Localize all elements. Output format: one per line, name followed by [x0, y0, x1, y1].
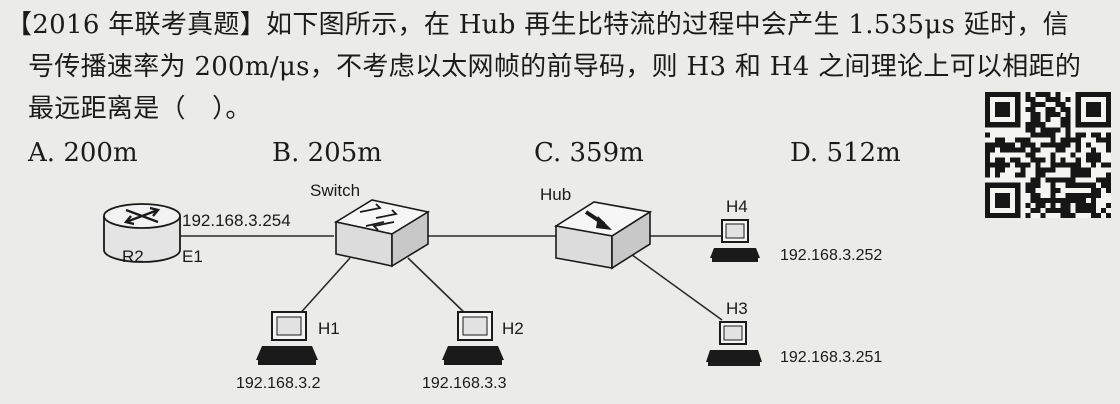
question-line-3: 最远距离是（ ）。	[28, 94, 252, 124]
qr-code	[985, 92, 1111, 218]
option-b: B. 205m	[272, 138, 382, 168]
host-h1-label: H1	[318, 319, 340, 338]
host-h4-ip: 192.168.3.252	[780, 247, 882, 264]
host-h2-ip: 192.168.3.3	[422, 375, 507, 392]
question-line-2: 号传播速率为 200m/μs，不考虑以太网帧的前导码，则 H3 和 H4 之间理…	[28, 52, 1082, 82]
router-name: R2	[122, 247, 144, 266]
host-h3-icon	[706, 321, 762, 366]
link-hub-h3	[627, 251, 723, 321]
router-icon	[103, 203, 181, 263]
host-h3-ip: 192.168.3.251	[780, 349, 882, 366]
option-b-text: 205m	[307, 138, 382, 168]
switch-label: Switch	[310, 181, 360, 200]
option-c-text: 359m	[569, 138, 644, 168]
option-c-label: C.	[534, 138, 562, 168]
host-h1-ip: 192.168.3.2	[236, 375, 321, 392]
option-a-label: A.	[28, 138, 56, 168]
option-d-text: 512m	[826, 138, 901, 168]
host-h2-label: H2	[502, 319, 524, 338]
router-interface: E1	[182, 247, 203, 266]
switch-icon	[333, 199, 431, 268]
option-a: A. 200m	[28, 138, 138, 168]
option-b-label: B.	[272, 138, 300, 168]
hub-label: Hub	[540, 185, 571, 204]
option-c: C. 359m	[534, 138, 644, 168]
host-h4-label: H4	[726, 197, 748, 216]
link-switch-h2	[407, 257, 471, 319]
router-ip: 192.168.3.254	[182, 211, 291, 230]
hub-icon	[553, 201, 653, 270]
link-switch-h1	[295, 257, 351, 319]
host-h2-icon	[442, 311, 504, 365]
network-diagram: R2 E1 192.168.3.254 Switch Hub H4 192.16…	[103, 181, 882, 392]
question-line-1: 【2016 年联考真题】如下图所示，在 Hub 再生比特流的过程中会产生 1.5…	[6, 10, 1069, 40]
option-d: D. 512m	[790, 138, 901, 168]
host-h4-icon	[710, 219, 760, 262]
option-a-text: 200m	[63, 138, 138, 168]
option-d-label: D.	[790, 138, 819, 168]
host-h3-label: H3	[726, 299, 748, 318]
host-h1-icon	[256, 311, 318, 365]
